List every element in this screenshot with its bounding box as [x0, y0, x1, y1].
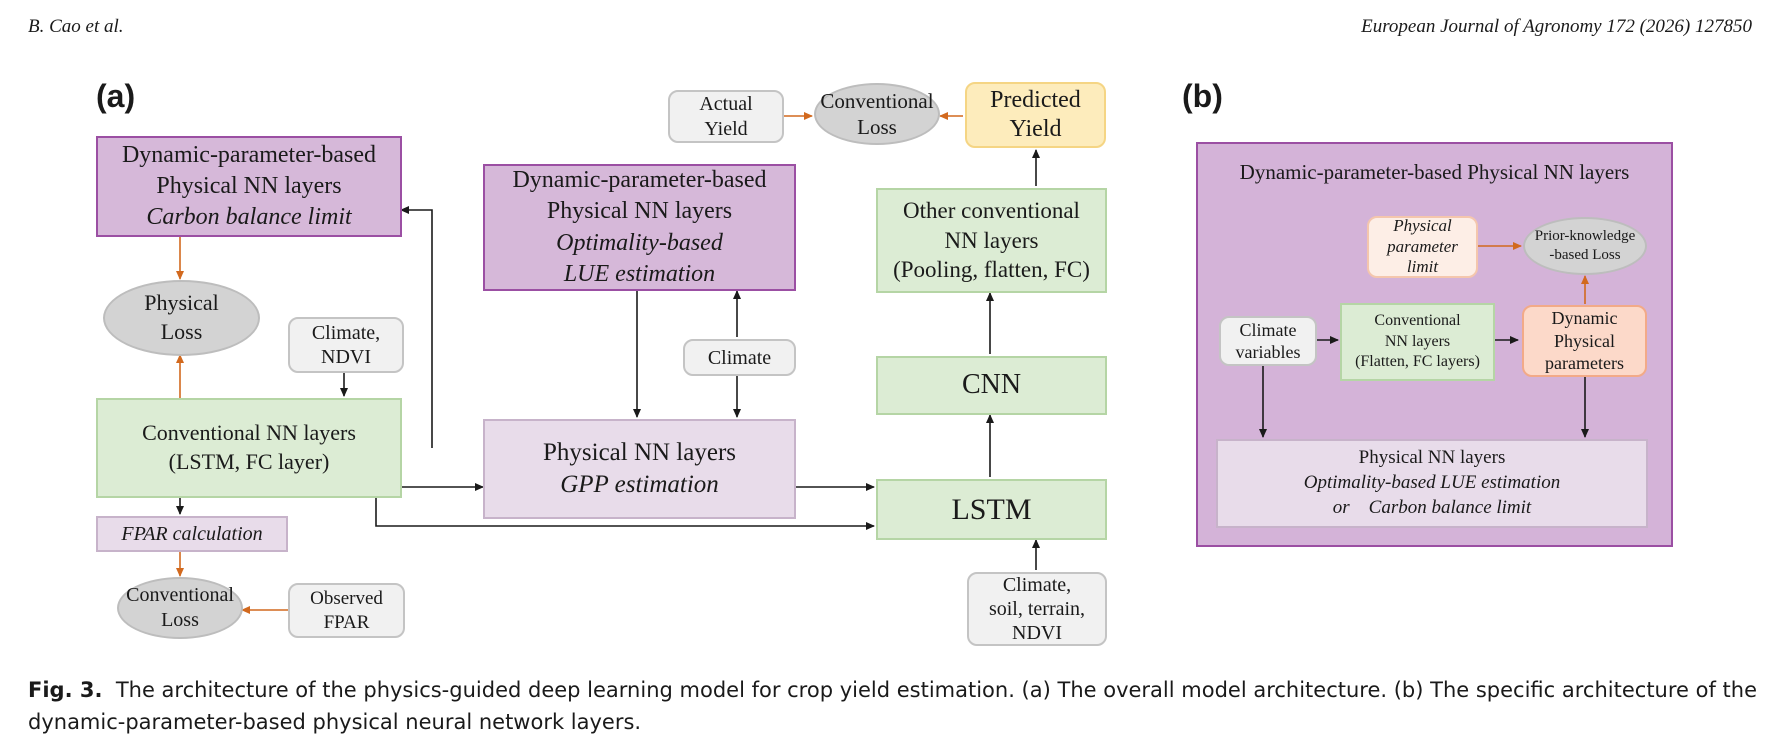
- gpp-box-line-2: GPP estimation: [560, 471, 719, 498]
- physical-parameter-limit-box: Physical parameter limit: [1367, 216, 1478, 278]
- conv-nn-b-line-3: (Flatten, FC layers): [1355, 353, 1480, 371]
- other-nn-line-3: (Pooling, flatten, FC): [893, 257, 1090, 283]
- conventional-nn-layers-b-box: Conventional NN layers (Flatten, FC laye…: [1340, 303, 1495, 381]
- panel-b-label: (b): [1182, 78, 1223, 114]
- dynamic-physical-parameters-box: Dynamic Physical parameters: [1522, 305, 1647, 377]
- lstm-label: LSTM: [951, 493, 1032, 526]
- predicted-yield-line-1: Predicted: [990, 87, 1081, 114]
- gpp-box-line-1: Physical NN layers: [542, 438, 737, 466]
- conventional-loss-top-ellipse: Conventional Loss: [814, 83, 940, 145]
- climate-vars-line-1: Climate: [1239, 319, 1297, 340]
- panel-b-title: Dynamic-parameter-based Physical NN laye…: [1198, 158, 1671, 188]
- climate-soil-line-3: NDVI: [1012, 622, 1062, 644]
- fpar-calculation-box: FPAR calculation: [96, 516, 288, 552]
- dyn-params-line-3: parameters: [1545, 353, 1624, 374]
- climate-mid-label: Climate: [707, 346, 772, 369]
- predicted-yield-box: Predicted Yield: [965, 82, 1106, 148]
- fpar-calc-label: FPAR calculation: [121, 523, 263, 545]
- conv-nn-line-1: Conventional NN layers: [142, 420, 356, 446]
- carbon-box-line-1: Dynamic-parameter-based: [121, 141, 377, 168]
- climate-ndvi-line-2: NDVI: [321, 346, 371, 368]
- conv-loss-bottom-line-1: Conventional: [126, 584, 234, 606]
- cnn-label: CNN: [961, 369, 1022, 401]
- lue-estimation-layers-box: Dynamic-parameter-based Physical NN laye…: [483, 164, 796, 291]
- conv-loss-top-line-1: Conventional: [820, 88, 934, 113]
- observed-fpar-input: Observed FPAR: [288, 583, 405, 638]
- panel-b-title-text: Dynamic-parameter-based Physical NN laye…: [1239, 160, 1630, 185]
- lstm-box: LSTM: [876, 479, 1107, 540]
- panel-a-label: (a): [96, 78, 136, 114]
- phys-nn-b-line-2: Optimality-based LUE estimation: [1303, 472, 1561, 494]
- conv-loss-bottom-line-2: Loss: [161, 609, 199, 631]
- observed-fpar-line-2: FPAR: [323, 611, 370, 633]
- actual-yield-input: Actual Yield: [668, 90, 784, 143]
- lue-box-line-4: LUE estimation: [563, 260, 716, 287]
- climate-ndvi-input: Climate, NDVI: [288, 317, 404, 373]
- lue-box-line-1: Dynamic-parameter-based: [512, 167, 767, 194]
- observed-fpar-line-1: Observed: [310, 587, 383, 609]
- physical-loss-line-1: Physical: [144, 290, 219, 316]
- lue-box-line-3: Optimality-based: [556, 229, 723, 256]
- cnn-box: CNN: [876, 356, 1107, 415]
- actual-yield-line-1: Actual: [699, 92, 753, 115]
- param-limit-line-3: limit: [1406, 257, 1439, 277]
- running-header-authors: B. Cao et al.: [28, 16, 124, 37]
- conventional-nn-layers-box: Conventional NN layers (LSTM, FC layer): [96, 398, 402, 498]
- climate-input-middle: Climate: [683, 339, 796, 376]
- actual-yield-line-2: Yield: [704, 117, 748, 140]
- dyn-params-line-2: Physical: [1554, 330, 1615, 351]
- caption-label: Fig. 3.: [28, 678, 103, 702]
- conv-loss-top-line-2: Loss: [857, 115, 897, 139]
- physical-loss-line-2: Loss: [160, 319, 203, 344]
- conventional-loss-bottom-ellipse: Conventional Loss: [117, 577, 243, 639]
- carbon-box-line-2: Physical NN layers: [156, 172, 342, 199]
- physical-nn-layers-b-box: Physical NN layers Optimality-based LUE …: [1216, 439, 1648, 528]
- prior-loss-line-2: -based Loss: [1549, 247, 1621, 263]
- climate-soil-line-2: soil, terrain,: [988, 598, 1086, 620]
- prior-knowledge-loss-ellipse: Prior-knowledge -based Loss: [1523, 217, 1647, 275]
- conv-nn-line-2: (LSTM, FC layer): [168, 449, 330, 474]
- gpp-estimation-layers-box: Physical NN layers GPP estimation: [483, 419, 796, 519]
- carbon-box-line-3: Carbon balance limit: [146, 204, 352, 231]
- running-header-journal: European Journal of Agronomy 172 (2026) …: [1361, 16, 1752, 37]
- climate-soil-line-1: Climate,: [1002, 574, 1072, 596]
- conv-nn-b-line-1: Conventional: [1374, 311, 1461, 329]
- caption-text: The architecture of the physics-guided d…: [28, 678, 1758, 734]
- climate-soil-terrain-input: Climate, soil, terrain, NDVI: [967, 572, 1107, 646]
- phys-nn-b-line-1: Physical NN layers: [1358, 447, 1506, 469]
- physical-loss-ellipse: Physical Loss: [103, 280, 260, 356]
- climate-ndvi-line-1: Climate,: [311, 322, 381, 344]
- phys-nn-b-line-3: or Carbon balance limit: [1332, 496, 1532, 518]
- predicted-yield-line-2: Yield: [1009, 116, 1062, 142]
- other-nn-line-1: Other conventional: [903, 197, 1080, 223]
- dyn-params-line-1: Dynamic: [1551, 308, 1618, 329]
- carbon-balance-layers-box: Dynamic-parameter-based Physical NN laye…: [96, 136, 402, 237]
- conv-nn-b-line-2: NN layers: [1384, 332, 1451, 350]
- param-limit-line-2: parameter: [1387, 236, 1458, 256]
- other-conventional-nn-box: Other conventional NN layers (Pooling, f…: [876, 188, 1107, 293]
- climate-variables-input: Climate variables: [1219, 316, 1317, 366]
- other-nn-line-2: NN layers: [944, 227, 1039, 253]
- lue-box-line-2: Physical NN layers: [546, 198, 733, 225]
- prior-loss-line-1: Prior-knowledge: [1534, 228, 1636, 245]
- climate-vars-line-2: variables: [1235, 342, 1301, 362]
- figure-caption: Fig. 3. The architecture of the physics-…: [28, 674, 1758, 738]
- param-limit-line-1: Physical: [1393, 216, 1452, 236]
